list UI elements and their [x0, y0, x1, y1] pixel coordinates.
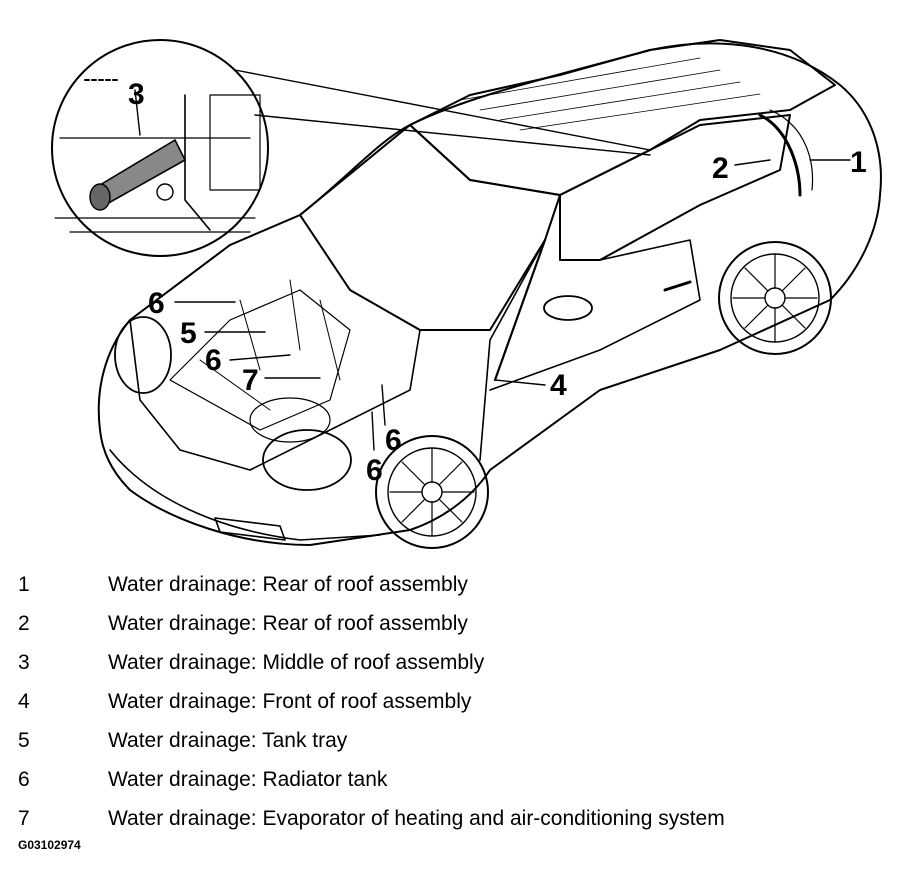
legend-description: Water drainage: Front of roof assembly — [108, 690, 472, 713]
legend-item: 7 Water drainage: Evaporator of heating … — [0, 804, 900, 834]
legend-number: 6 — [18, 768, 30, 791]
legend-number: 7 — [18, 807, 30, 830]
headlight-left — [114, 316, 172, 394]
legend-item: 4 Water drainage: Front of roof assembly — [0, 687, 900, 717]
side-window — [559, 114, 791, 261]
legend-description: Water drainage: Middle of roof assembly — [108, 651, 485, 674]
legend-number: 5 — [18, 729, 30, 752]
legend-item: 2 Water drainage: Rear of roof assembly — [0, 609, 900, 639]
legend-item: 1 Water drainage: Rear of roof assembly — [0, 570, 900, 600]
legend-description: Water drainage: Tank tray — [108, 729, 348, 752]
front-wheel — [375, 435, 489, 549]
callout-4: 4 — [550, 369, 567, 402]
legend-number: 2 — [18, 612, 30, 635]
legend-item: 3 Water drainage: Middle of roof assembl… — [0, 648, 900, 678]
callout-6: 6 — [385, 424, 402, 457]
figure-code: G03102974 — [18, 838, 81, 852]
callout-5: 5 — [180, 317, 197, 350]
car-body-outline — [97, 42, 882, 546]
legend-description: Water drainage: Rear of roof assembly — [108, 612, 468, 635]
legend-number: 1 — [18, 573, 30, 596]
legend-number: 3 — [18, 651, 30, 674]
front-compartment — [129, 214, 421, 471]
callout-1: 1 — [850, 146, 867, 179]
car-drainage-illustration: 1 2 3 4 5 6 6 6 6 7 — [51, 39, 882, 549]
rear-wheel — [718, 241, 832, 355]
detail-inset — [51, 39, 269, 257]
legend-item: 5 Water drainage: Tank tray — [0, 726, 900, 756]
callout-6: 6 — [148, 287, 165, 320]
legend-description: Water drainage: Radiator tank — [108, 768, 388, 791]
legend-description: Water drainage: Evaporator of heating an… — [108, 807, 725, 830]
callout-7: 7 — [242, 364, 259, 397]
legend-item: 6 Water drainage: Radiator tank — [0, 765, 900, 795]
windshield — [299, 124, 561, 331]
callout-6: 6 — [205, 344, 222, 377]
callout-6: 6 — [366, 454, 383, 487]
legend-description: Water drainage: Rear of roof assembly — [108, 573, 468, 596]
headlight-right — [262, 429, 352, 491]
callout-2: 2 — [712, 152, 729, 185]
front-bumper — [109, 449, 381, 541]
legend-number: 4 — [18, 690, 30, 713]
callout-3: 3 — [128, 78, 145, 111]
